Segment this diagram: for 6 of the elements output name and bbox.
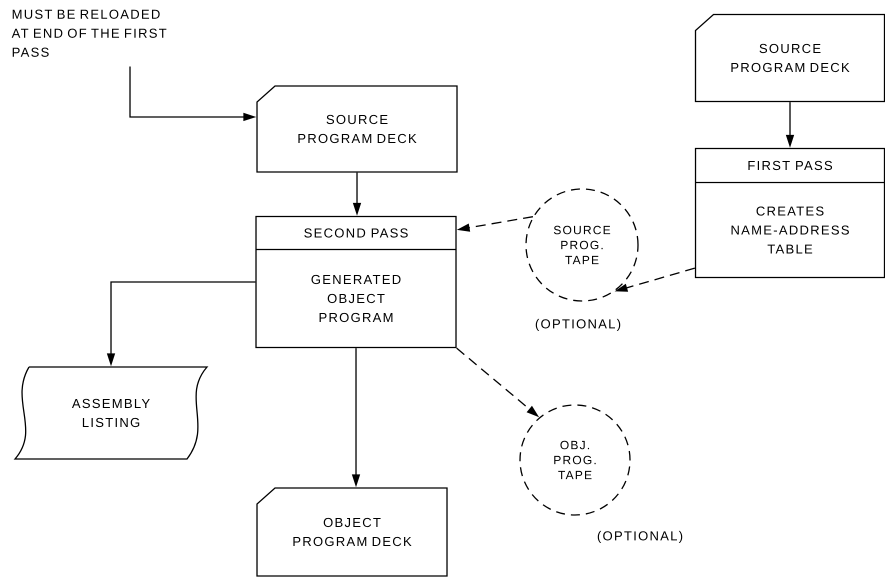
document-shape: ASSEMBLY LISTING <box>14 366 208 460</box>
process-box: SECOND PASS GENERATED OBJECT PROGRAM <box>255 216 457 348</box>
note-text: MUST BE RELOADED AT END OF THE FIRST PASS <box>12 10 166 57</box>
note-text: (OPTIONAL) <box>536 318 620 332</box>
note-text: (OPTIONAL) <box>598 530 682 544</box>
process-box: FIRST PASS CREATES NAME-ADDRESS TABLE <box>694 148 885 278</box>
